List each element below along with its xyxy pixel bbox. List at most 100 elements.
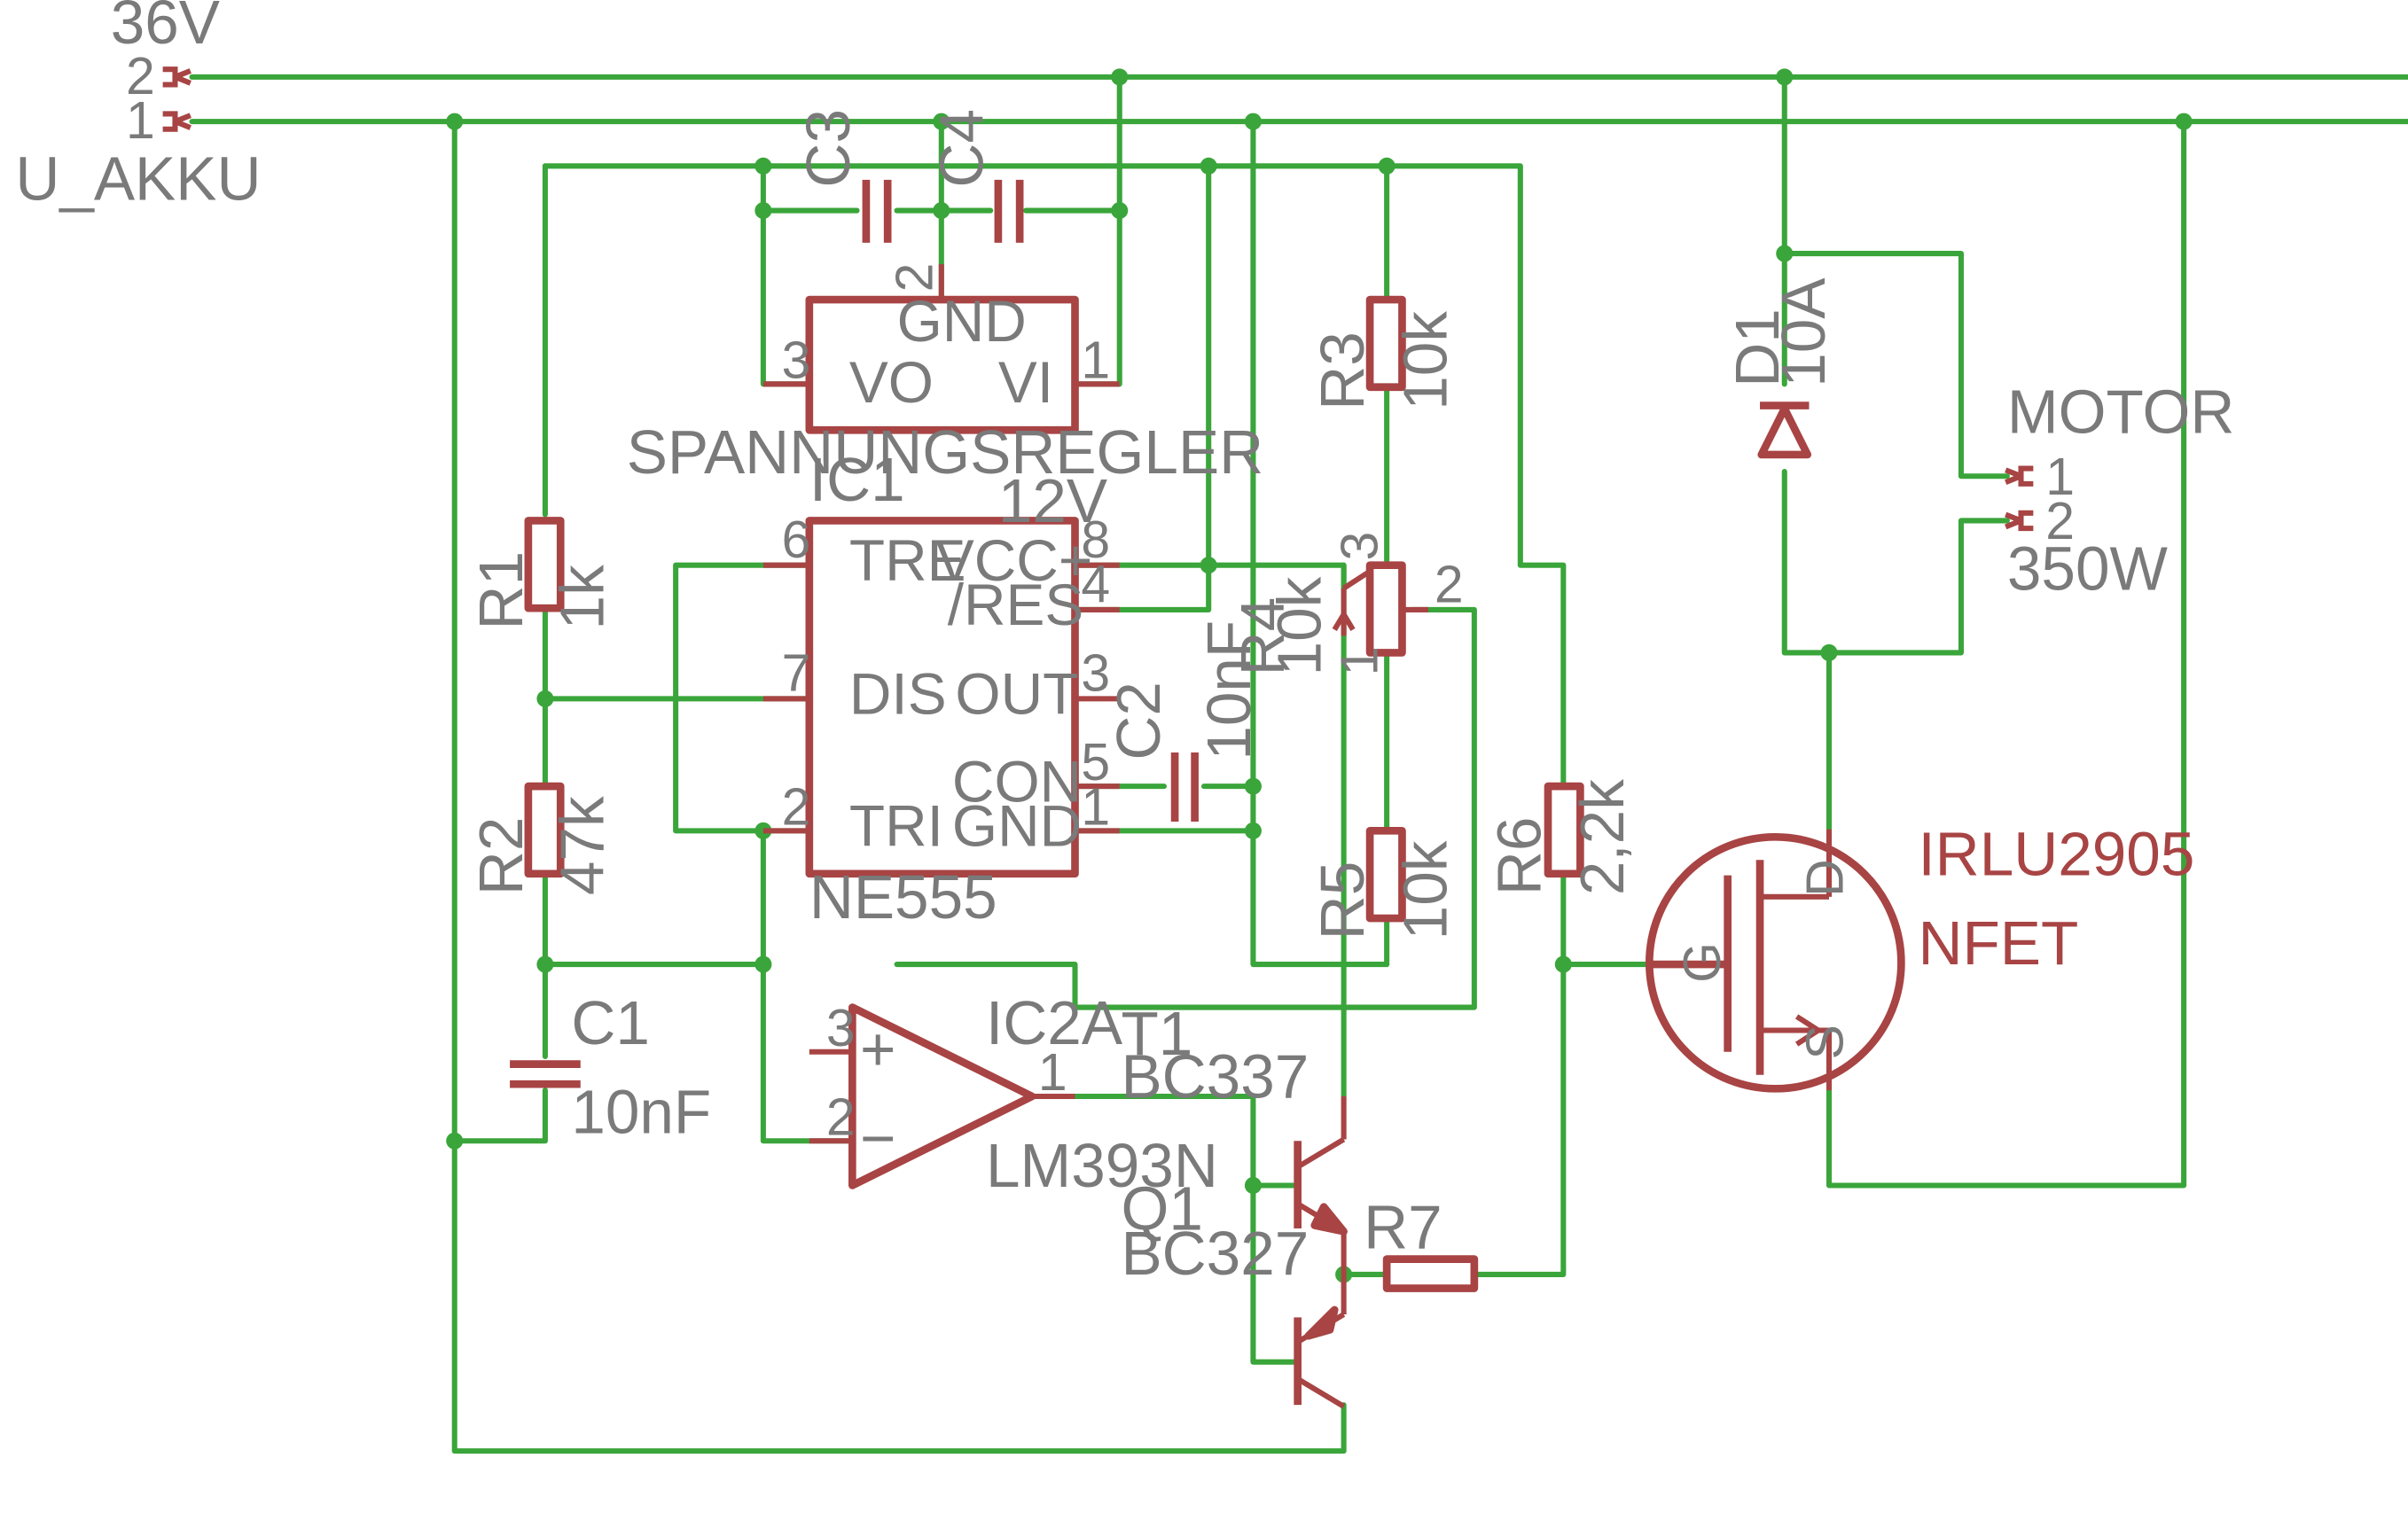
ic1-ne555: IC1 12V NE555 TRE VCC+ /RES DIS OUT CON … — [762, 445, 1120, 932]
connector-pin-icon — [2005, 510, 2034, 532]
regulator-gnd-label: GND — [897, 288, 1027, 354]
ic1-vcc-label: VCC+ — [935, 527, 1092, 593]
ic1-res-label: /RES — [948, 572, 1084, 637]
junction — [1200, 557, 1217, 574]
regulator-pin3: 3 — [782, 331, 811, 389]
r3-value: 10k — [1391, 311, 1460, 410]
resistor-r7: R7 — [1364, 1192, 1479, 1292]
supply-pin2: 2 — [126, 48, 155, 105]
fet-g-label: G — [1674, 942, 1732, 983]
junction — [1244, 1176, 1262, 1194]
t1-part: BC337 — [1121, 1042, 1309, 1111]
opamp-ic2a: + − 3 2 1 IC2A LM393N — [809, 988, 1218, 1200]
junction — [1776, 245, 1794, 262]
wire-r6-path — [1206, 163, 1567, 790]
emitter-arrow-icon — [1310, 1203, 1348, 1236]
junction — [1244, 822, 1262, 839]
potentiometer-r4: 3 1 2 R4 10k — [1228, 532, 1464, 676]
junction — [1244, 777, 1262, 795]
capacitor-c1: C1 10nF — [510, 988, 711, 1147]
r2-name: R2 — [466, 817, 536, 896]
junction — [536, 955, 554, 973]
junction — [754, 157, 772, 175]
r5-value: 10k — [1391, 840, 1460, 939]
r4-pin3: 3 — [1332, 532, 1389, 561]
opamp-pin1: 1 — [1038, 1044, 1067, 1102]
junction — [446, 113, 464, 130]
r3-name: R3 — [1308, 331, 1377, 410]
ic1-pin1: 1 — [1081, 778, 1110, 836]
fet-s-label: S — [1797, 1025, 1855, 1059]
ic1-pin3: 3 — [1081, 645, 1110, 703]
motor-connector: MOTOR 1 2 350W — [2005, 378, 2235, 603]
resistor-r1: R1 1k — [466, 517, 617, 629]
ic1-gnd-label: GND — [952, 793, 1082, 859]
r4-pin1: 1 — [1332, 647, 1389, 676]
capacitor-c3: C3 — [794, 109, 892, 243]
junction — [536, 690, 554, 707]
r4-name: R4 — [1228, 597, 1297, 676]
c2-name: C2 — [1104, 682, 1173, 760]
c1-name: C1 — [571, 988, 650, 1057]
junction — [1776, 68, 1794, 86]
junction — [754, 955, 772, 973]
motor-pin2: 2 — [2045, 493, 2075, 550]
regulator-pin1: 1 — [1081, 331, 1110, 389]
junction — [1554, 955, 1572, 973]
ic1-tre-label: TRE — [849, 527, 966, 593]
opamp-minus: − — [860, 1103, 895, 1173]
ic1-pin6: 6 — [782, 511, 811, 569]
q1-name: Q1 — [1121, 1174, 1202, 1243]
connector-pin-icon — [162, 111, 192, 132]
ic1-pin4: 4 — [1081, 556, 1110, 613]
t1-name: T1 — [1121, 999, 1192, 1068]
junction — [1378, 157, 1396, 175]
c2-value: 10nF — [1194, 620, 1263, 760]
fet-part: IRLU2905 — [1918, 820, 2194, 889]
junction — [933, 113, 950, 130]
junction — [933, 202, 950, 220]
nfet-irlu2905: G D S IRLU2905 NFET — [1645, 820, 2194, 1093]
r2-value: 47k — [548, 796, 617, 895]
ic1-out-label: OUT — [955, 661, 1078, 727]
opamp-name: IC2A — [986, 988, 1123, 1057]
supply-name-label: U_AKKU — [15, 144, 261, 213]
supply-voltage-label: 36V — [111, 0, 220, 57]
r6-name: R6 — [1484, 817, 1553, 896]
ic1-pin7: 7 — [782, 645, 811, 703]
junction — [754, 202, 772, 220]
transistor-t1: T1 BC337 — [1121, 999, 1348, 1275]
motor-name: MOTOR — [2007, 378, 2235, 447]
junction — [1111, 202, 1129, 220]
capacitor-c4: C4 — [927, 109, 1024, 243]
q1-part: BC327 — [1121, 1219, 1309, 1288]
regulator-name: SPANNUNGSREGLER — [627, 417, 1263, 487]
transistor-q1: Q1 BC327 — [1121, 1174, 1347, 1409]
supply-connector: 36V 2 1 U_AKKU — [15, 0, 261, 213]
ic1-dis-label: DIS — [849, 661, 947, 727]
fet-type: NFET — [1918, 908, 2078, 978]
resistor-r2: R2 47k — [466, 782, 617, 896]
resistor-r5: R5 10k — [1308, 827, 1460, 940]
ic1-con-label: CON — [952, 748, 1082, 814]
connector-pin-icon — [162, 66, 192, 88]
r5-name: R5 — [1308, 861, 1377, 940]
r7-name: R7 — [1364, 1192, 1442, 1261]
wire-r6-gate — [1474, 872, 1567, 1277]
connector-pin-icon — [2005, 465, 2034, 487]
diode-d1: D1 10A — [1723, 277, 1838, 459]
junction — [1244, 113, 1262, 130]
emitter-arrow-icon — [1304, 1306, 1339, 1340]
arrow-icon — [1332, 609, 1356, 631]
opamp-plus: + — [860, 1015, 895, 1084]
regulator-vo-label: VO — [849, 349, 934, 415]
motor-pin1: 1 — [2045, 448, 2075, 506]
regulator-pin2: 2 — [886, 263, 943, 292]
ic1-pin2: 2 — [782, 778, 811, 836]
opamp-part: LM393N — [986, 1131, 1218, 1200]
wire-opamp-out — [1028, 1093, 1301, 1365]
c4-name: C4 — [927, 109, 997, 188]
ic1-voltage: 12V — [998, 466, 1107, 535]
junction — [446, 1132, 464, 1150]
